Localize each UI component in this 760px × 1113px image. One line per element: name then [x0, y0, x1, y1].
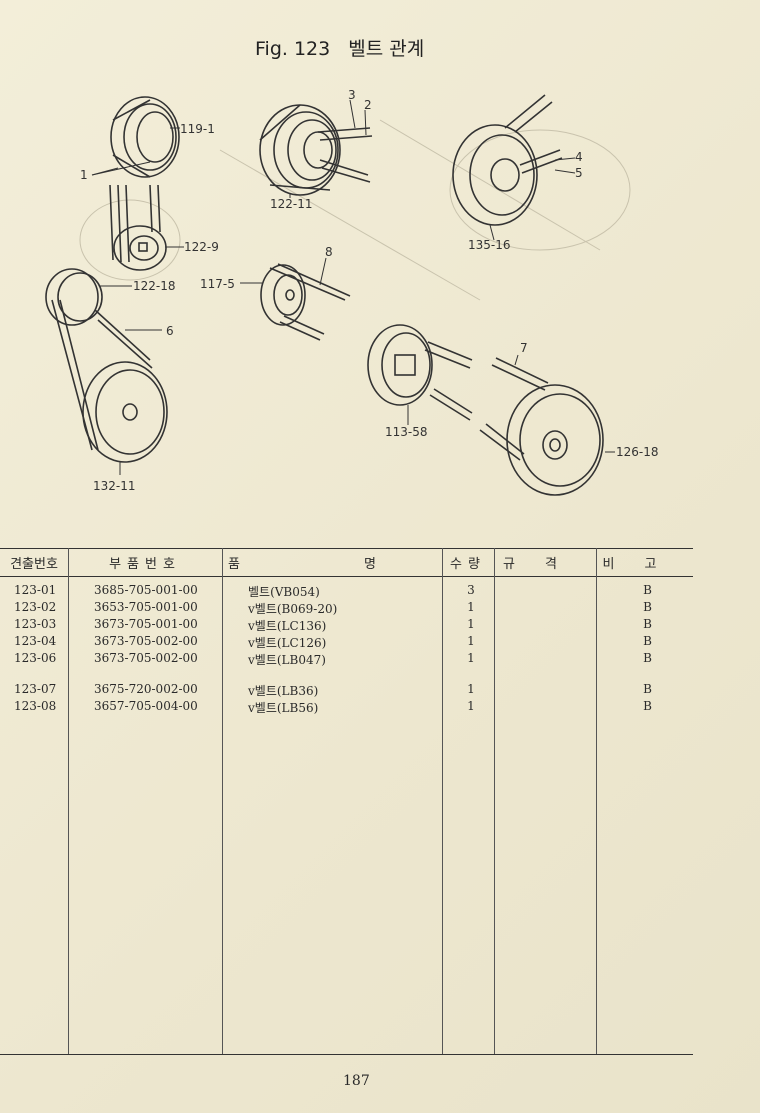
cell-item-no: 123-04 — [14, 634, 57, 648]
cell-part-no: 3673-705-002-00 — [94, 651, 198, 665]
header-item-no: 견출번호 — [0, 548, 68, 577]
pulley-126-18 — [506, 384, 604, 496]
cell-qty: 1 — [467, 634, 475, 648]
cell-remark: B — [643, 651, 652, 665]
cell-part-no: 3673-705-002-00 — [94, 634, 198, 648]
cell-part-name: v벨트(LB56) — [248, 701, 319, 715]
pulley-119-1 — [110, 96, 180, 178]
cell-qty: 1 — [467, 682, 475, 696]
table-row: 123-07 3675-720-002-00 v벨트(LB36) 1 B — [0, 682, 693, 699]
figure-number: Fig. 123 — [255, 38, 331, 60]
column-divider — [442, 548, 443, 1054]
cell-remark: B — [643, 634, 652, 648]
callout-6: 6 — [166, 324, 174, 338]
callout-4: 4 — [575, 150, 583, 164]
cell-qty: 1 — [467, 699, 475, 713]
table-row: 123-01 3685-705-001-00 벨트(VB054) 3 B — [0, 583, 693, 600]
header-qty: 수량 — [442, 548, 494, 577]
callout-1: 1 — [80, 168, 88, 182]
callout-3: 3 — [348, 88, 356, 102]
cell-spec — [494, 682, 596, 699]
cell-qty: 1 — [467, 617, 475, 631]
callout-5: 5 — [575, 166, 583, 180]
callout-122-9: 122-9 — [184, 240, 219, 254]
header-part-name: 품 명 — [222, 548, 442, 577]
cell-part-name: v벨트(LB047) — [248, 653, 326, 667]
belts-2-3 — [317, 127, 373, 183]
pulley-113-58 — [367, 324, 433, 406]
cell-item-no: 123-08 — [14, 699, 57, 713]
belt-7 — [424, 341, 549, 461]
table-row: 123-04 3673-705-002-00 v벨트(LC126) 1 B — [0, 634, 693, 651]
callout-7: 7 — [520, 341, 528, 355]
table-bottom-rule — [0, 1054, 693, 1055]
table-row: 123-06 3673-705-002-00 v벨트(LB047) 1 B — [0, 651, 693, 668]
callout-135-16: 135-16 — [468, 238, 511, 252]
column-divider — [222, 548, 223, 1054]
cell-part-name: 벨트(VB054) — [248, 585, 320, 599]
callout-117-5: 117-5 — [200, 277, 235, 291]
belts-4-5 — [504, 94, 563, 174]
belt-6 — [51, 299, 153, 451]
cell-spec — [494, 634, 596, 651]
figure-name: 벨트 관계 — [348, 38, 425, 60]
cell-spec — [494, 600, 596, 617]
table-row: 123-03 3673-705-001-00 v벨트(LC136) 1 B — [0, 617, 693, 634]
callout-132-11: 132-11 — [93, 479, 136, 493]
cell-remark: B — [643, 682, 652, 696]
figure-title: Fig. 123 벨트 관계 — [255, 34, 424, 61]
cell-qty: 3 — [467, 583, 475, 597]
header-remark: 비고 — [596, 548, 693, 577]
column-divider — [494, 548, 495, 1054]
table-header-row: 견출번호 부품번호 품 명 수량 규격 비고 — [0, 548, 693, 577]
cell-part-name: v벨트(LB36) — [248, 684, 319, 698]
parts-table: 견출번호 부품번호 품 명 수량 규격 비고 123-01 3685-705-0… — [0, 548, 693, 716]
cell-part-name: v벨트(LC136) — [248, 619, 327, 633]
cell-part-no: 3675-720-002-00 — [94, 682, 198, 696]
pulley-135-16 — [452, 124, 538, 226]
cell-item-no: 123-02 — [14, 600, 57, 614]
cell-part-no: 3673-705-001-00 — [94, 617, 198, 631]
cell-remark: B — [643, 617, 652, 631]
cell-spec — [494, 617, 596, 634]
cell-spec — [494, 583, 596, 600]
cell-qty: 1 — [467, 651, 475, 665]
belt-1 — [109, 184, 161, 263]
callout-2: 2 — [364, 98, 372, 112]
cell-item-no: 123-07 — [14, 682, 57, 696]
column-divider — [68, 548, 69, 1054]
header-part-no: 부품번호 — [68, 548, 222, 577]
pulley-132-11 — [82, 361, 168, 463]
column-divider — [596, 548, 597, 1054]
header-spec: 규격 — [494, 548, 596, 577]
table-row: 123-08 3657-705-004-00 v벨트(LB56) 1 B — [0, 699, 693, 716]
callout-119-1: 119-1 — [180, 122, 215, 136]
cell-part-no: 3685-705-001-00 — [94, 583, 198, 597]
cell-spec — [494, 651, 596, 668]
callout-113-58: 113-58 — [385, 425, 428, 439]
page-number: 187 — [343, 1073, 370, 1089]
callout-126-18: 126-18 — [616, 445, 659, 459]
pulley-122-11 — [259, 104, 341, 196]
table-row: 123-02 3653-705-001-00 v벨트(B069-20) 1 B — [0, 600, 693, 617]
belt-diagram — [45, 94, 631, 496]
callout-8: 8 — [325, 245, 333, 259]
cell-remark: B — [643, 583, 652, 597]
cell-item-no: 123-06 — [14, 651, 57, 665]
callout-122-18: 122-18 — [133, 279, 176, 293]
cell-part-no: 3653-705-001-00 — [94, 600, 198, 614]
cell-qty: 1 — [467, 600, 475, 614]
cell-part-no: 3657-705-004-00 — [94, 699, 198, 713]
cell-part-name: v벨트(LC126) — [248, 636, 327, 650]
cell-item-no: 123-01 — [14, 583, 57, 597]
cell-remark: B — [643, 699, 652, 713]
pulley-122-9 — [113, 225, 167, 271]
cell-item-no: 123-03 — [14, 617, 57, 631]
belt-8 — [269, 263, 351, 341]
cell-part-name: v벨트(B069-20) — [248, 602, 338, 616]
pulley-122-18 — [45, 268, 103, 326]
cell-remark: B — [643, 600, 652, 614]
cell-spec — [494, 699, 596, 716]
callout-122-11: 122-11 — [270, 197, 313, 211]
